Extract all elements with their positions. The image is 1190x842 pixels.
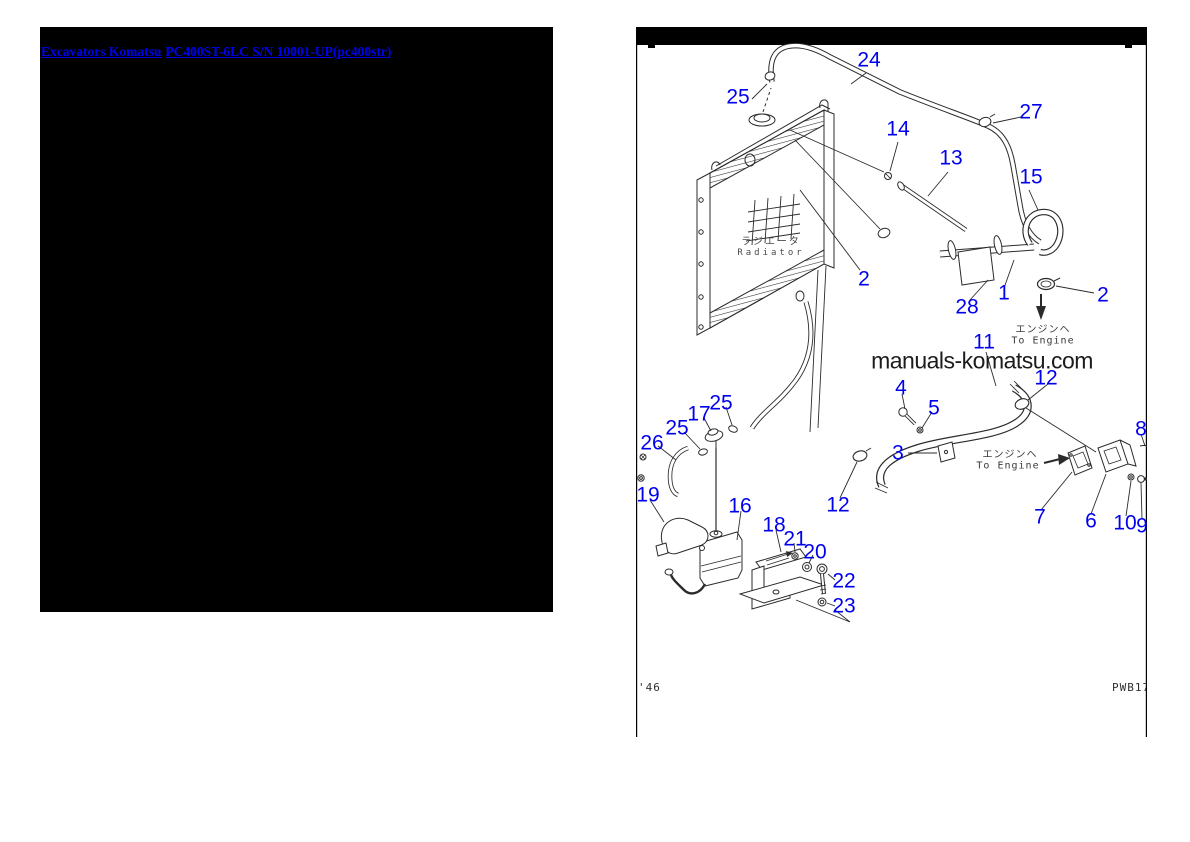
radiator-label-jp: ラジエータ — [741, 236, 801, 248]
leader-lines — [649, 72, 1146, 623]
to-engine-label-jp-2: エンジンヘ — [982, 449, 1038, 461]
panel-frame — [636, 27, 1147, 737]
to-engine-label-en-2: To Engine — [976, 460, 1040, 472]
to-engine-label-jp-1: エンジンヘ — [1015, 324, 1071, 336]
to-engine-label-en-1: To Engine — [1011, 335, 1075, 347]
breadcrumb-link-model[interactable]: PC400ST-6LC S/N 10001-UP(pc400str) — [165, 44, 392, 59]
parts-diagram-panel — [636, 27, 1147, 737]
page-code-right: PWB17 — [1112, 681, 1146, 694]
breadcrumb-link-category[interactable]: Excavators Komatsu — [41, 44, 162, 59]
bolt-group — [898, 407, 956, 463]
radiator-label-en: Radiator — [737, 248, 805, 258]
parts-diagram-drawing — [636, 27, 1147, 737]
housing-group — [1067, 439, 1147, 483]
overflow-hose-24 — [762, 42, 1042, 245]
to-engine-arrow — [1043, 454, 1070, 465]
upper-pipe-group — [877, 172, 1064, 320]
watermark-text: manuals-komatsu.com — [871, 347, 1093, 374]
radiator-drawing — [696, 99, 835, 433]
page-code-left: '46 — [638, 681, 661, 694]
s-hose-11 — [852, 380, 1032, 494]
lower-hose-2 — [749, 301, 814, 430]
reservoir-group — [637, 425, 828, 610]
